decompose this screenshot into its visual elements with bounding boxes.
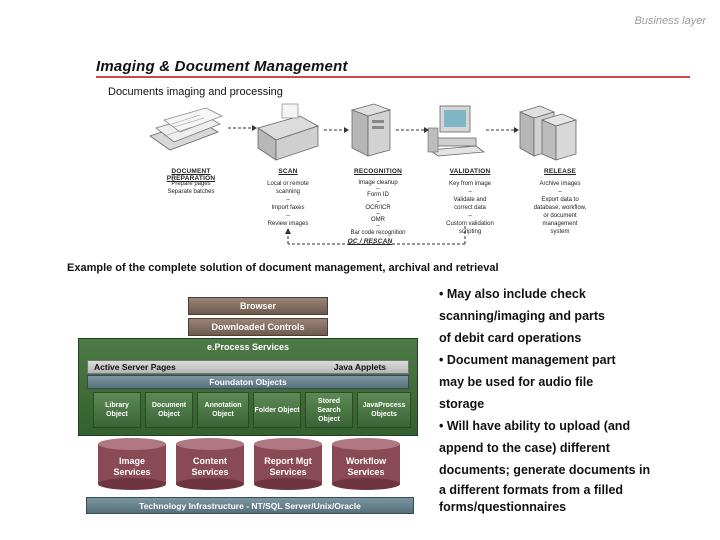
- stage-desc-recognition: Image cleanup – Form ID – OCR/ICR – OMR …: [336, 180, 420, 236]
- document-object-tile: Document Object: [145, 392, 193, 428]
- active-server-pages-label: Active Server Pages: [94, 361, 176, 373]
- bullet-line: forms/questionnaires: [439, 499, 699, 515]
- bullet-line: a different formats from a filled: [439, 481, 699, 499]
- solution-caption: Example of the complete solution of docu…: [67, 262, 499, 274]
- release-server-icon: [520, 106, 576, 160]
- bullet-line: may be used for audio file: [439, 371, 699, 393]
- qc-rescan-label: QC / RESCAN: [330, 238, 410, 245]
- folder-object-tile: Folder Object: [253, 392, 301, 428]
- stage-label-validation: VALIDATION: [428, 168, 512, 175]
- stage-desc-validation: Key from image – Validate and correct da…: [428, 180, 512, 236]
- stage-desc-release: Archive images – Export data to database…: [520, 180, 600, 236]
- section-tag: Business layer: [634, 15, 706, 27]
- scanner-icon: [258, 104, 318, 160]
- library-object-tile: Library Object: [93, 392, 141, 428]
- stored-search-object-tile: Stored Search Object: [305, 392, 353, 428]
- downloaded-controls-layer: Downloaded Controls: [188, 318, 328, 336]
- title-underline: [96, 76, 690, 78]
- foundation-objects-bar: Foundaton Objects: [87, 375, 409, 389]
- bullet-line: documents; generate documents in: [439, 459, 699, 481]
- asp-java-bar: Active Server Pages Java Applets: [87, 360, 409, 374]
- recognition-server-icon: [352, 104, 390, 156]
- bullet-line: storage: [439, 393, 699, 415]
- java-applets-label: Java Applets: [334, 361, 386, 373]
- content-services-label: Content Services: [186, 456, 234, 478]
- technology-infrastructure-bar: Technology Infrastructure - NT/SQL Serve…: [86, 497, 414, 514]
- bullet-line: • Will have ability to upload (and: [439, 415, 699, 437]
- workflow-diagram: DOCUMENT PREPARATION Prepare pages Separ…: [140, 98, 610, 248]
- workflow-subtitle: Documents imaging and processing: [108, 86, 283, 98]
- stage-desc-scan: Local or remote scanning – Import faxes …: [252, 180, 324, 228]
- bullet-list: • May also include check scanning/imagin…: [439, 283, 699, 515]
- stage-label-recognition: RECOGNITION: [336, 168, 420, 175]
- services-row: Image Services Content Services Report M…: [94, 438, 410, 492]
- report-mgt-services-label: Report Mgt Services: [260, 456, 316, 478]
- stage-desc-document-preparation: Prepare pages Separate batches: [148, 180, 234, 196]
- document-stack-icon: [150, 108, 222, 150]
- bullet-line: scanning/imaging and parts: [439, 305, 699, 327]
- validation-workstation-icon: [428, 106, 484, 156]
- eprocess-services-panel: e.Process Services Active Server Pages J…: [78, 338, 418, 436]
- slide-title: Imaging & Document Management: [96, 58, 348, 75]
- workflow-services-label: Workflow Services: [338, 456, 394, 478]
- javaprocess-objects-tile: JavaProcess Objects: [357, 392, 411, 428]
- annotation-object-tile: Annotation Object: [197, 392, 249, 428]
- bullet-line: • Document management part: [439, 349, 699, 371]
- stage-label-scan: SCAN: [252, 168, 324, 175]
- eprocess-services-label: e.Process Services: [79, 342, 417, 352]
- bullet-line: append to the case) different: [439, 437, 699, 459]
- bullet-line: • May also include check: [439, 283, 699, 305]
- image-services-label: Image Services: [108, 456, 156, 478]
- bullet-line: of debit card operations: [439, 327, 699, 349]
- browser-layer: Browser: [188, 297, 328, 315]
- stage-label-release: RELEASE: [520, 168, 600, 175]
